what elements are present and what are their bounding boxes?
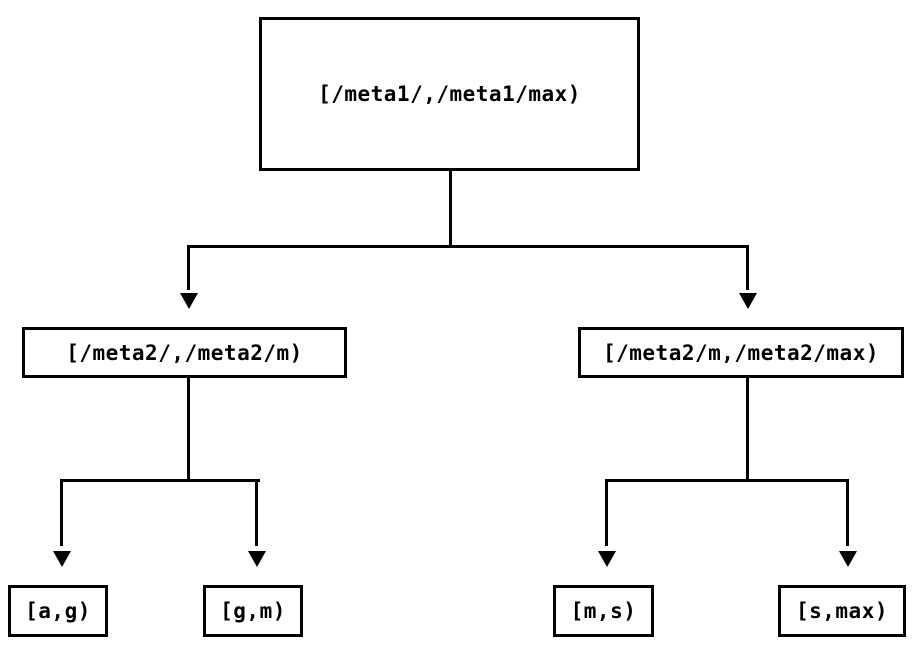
edge-root-to-left [187, 245, 190, 290]
edge-right-branch-bar [605, 479, 849, 482]
edge-left-stem [187, 378, 190, 482]
arrow-down-icon [839, 551, 857, 567]
arrow-down-icon [598, 551, 616, 567]
node-leaf-range-ms: [m,s) [553, 585, 654, 637]
node-root-range: [/meta1/,/meta1/max) [259, 17, 640, 171]
edge-right-to-leaf-smax [846, 479, 849, 546]
edge-right-to-leaf-ms [605, 479, 608, 546]
node-left-child-range-label: [/meta2/,/meta2/m) [66, 340, 303, 365]
node-leaf-range-smax: [s,max) [778, 585, 906, 637]
edge-left-to-leaf-ag [60, 479, 63, 546]
node-leaf-range-ag-label: [a,g) [25, 599, 91, 623]
edge-left-branch-bar [60, 479, 260, 482]
edge-right-stem [746, 378, 749, 482]
node-left-child-range: [/meta2/,/meta2/m) [22, 327, 347, 378]
node-leaf-range-ms-label: [m,s) [570, 599, 637, 623]
node-right-child-range-label: [/meta2/m,/meta2/max) [602, 340, 879, 365]
arrow-down-icon [248, 551, 266, 567]
arrow-down-icon [53, 551, 71, 567]
arrow-down-icon [739, 293, 757, 309]
edge-root-stem [449, 171, 452, 248]
node-leaf-range-smax-label: [s,max) [795, 599, 888, 623]
node-right-child-range: [/meta2/m,/meta2/max) [578, 327, 904, 378]
node-leaf-range-gm-label: [g,m) [220, 599, 286, 623]
node-root-range-label: [/meta1/,/meta1/max) [318, 82, 581, 106]
arrow-down-icon [180, 293, 198, 309]
node-leaf-range-gm: [g,m) [203, 585, 303, 637]
edge-left-to-leaf-gm [255, 479, 258, 546]
node-leaf-range-ag: [a,g) [8, 585, 108, 637]
edge-root-to-right [746, 245, 749, 290]
edge-root-branch-bar [187, 245, 749, 248]
